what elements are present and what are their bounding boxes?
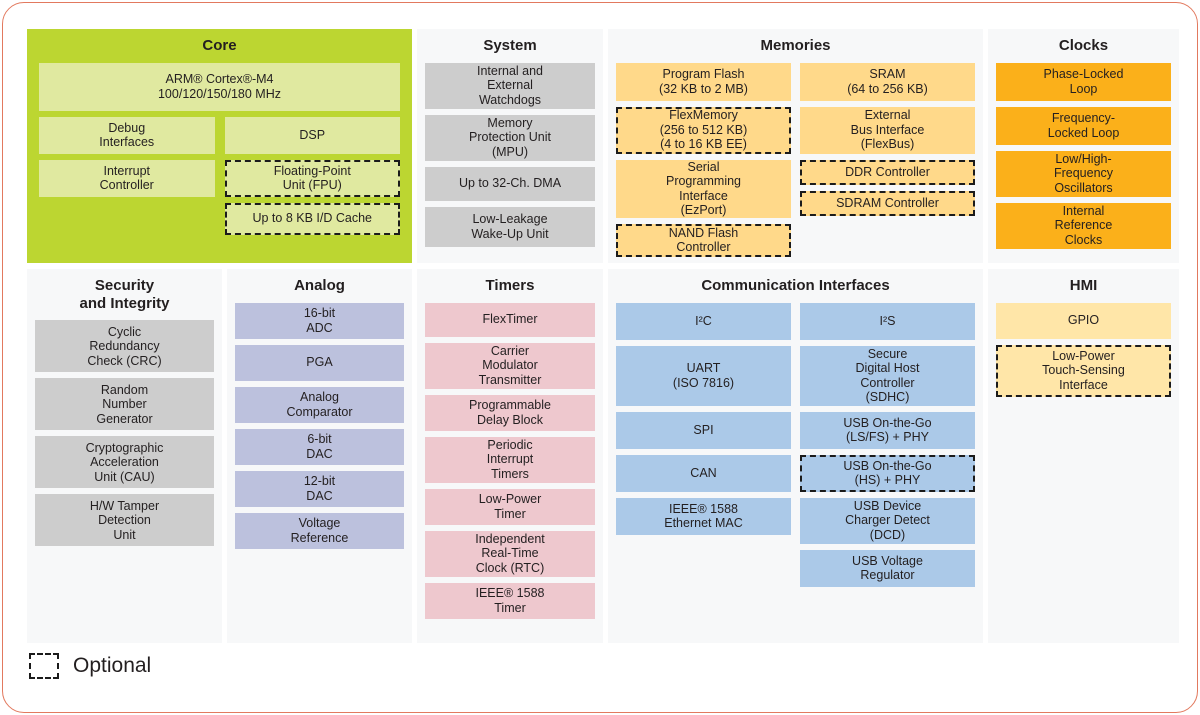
- core-column-left: Debug Interfaces Interrupt Controller: [39, 116, 215, 241]
- block-ieee-1588-ethernet-mac: IEEE® 1588 Ethernet MAC: [616, 497, 791, 535]
- block-oscillators: Low/High- Frequency Oscillators: [996, 150, 1171, 197]
- block-serial-programming-interface: Serial Programming Interface (EzPort): [616, 159, 791, 218]
- panel-hmi-blocks: GPIO Low-Power Touch-Sensing Interface: [988, 302, 1179, 411]
- block-rtc: Independent Real-Time Clock (RTC): [425, 530, 595, 577]
- panel-clocks: Clocks Phase-Locked Loop Frequency- Lock…: [988, 29, 1179, 263]
- block-i2c: I²C: [616, 302, 791, 340]
- block-low-power-timer: Low-Power Timer: [425, 488, 595, 525]
- block-floating-point-unit: Floating-Point Unit (FPU): [224, 159, 400, 197]
- block-crc: Cyclic Redundancy Check (CRC): [35, 320, 214, 373]
- panel-core-title: Core: [202, 37, 237, 54]
- block-12-bit-dac: 12-bit DAC: [235, 470, 404, 507]
- block-external-bus-interface: External Bus Interface (FlexBus): [800, 106, 975, 154]
- panel-core: Core ARM® Cortex®-M4 100/120/150/180 MHz…: [27, 29, 412, 263]
- memories-column-right: SRAM (64 to 256 KB) External Bus Interfa…: [800, 62, 975, 263]
- block-dsp: DSP: [224, 116, 400, 154]
- block-diagram: Core ARM® Cortex®-M4 100/120/150/180 MHz…: [23, 29, 1183, 643]
- block-can: CAN: [616, 454, 791, 492]
- panel-system: System Internal and External Watchdogs M…: [417, 29, 603, 263]
- panel-analog: Analog 16-bit ADC PGA Analog Comparator …: [227, 269, 412, 643]
- block-usb-voltage-regulator: USB Voltage Regulator: [800, 549, 975, 587]
- block-carrier-modulator-transmitter: Carrier Modulator Transmitter: [425, 342, 595, 389]
- block-cau: Cryptographic Acceleration Unit (CAU): [35, 436, 214, 489]
- block-hw-tamper-detection: H/W Tamper Detection Unit: [35, 494, 214, 547]
- block-usb-otg-hs: USB On-the-Go (HS) + PHY: [800, 454, 975, 492]
- block-flexmemory: FlexMemory (256 to 512 KB) (4 to 16 KB E…: [616, 106, 791, 154]
- block-6-bit-dac: 6-bit DAC: [235, 428, 404, 465]
- panel-memories-title: Memories: [760, 37, 831, 54]
- block-sram: SRAM (64 to 256 KB): [800, 62, 975, 101]
- block-spi: SPI: [616, 411, 791, 449]
- block-low-leakage-wakeup: Low-Leakage Wake-Up Unit: [425, 206, 595, 247]
- panel-timers-title: Timers: [485, 277, 535, 294]
- panel-timers: Timers FlexTimer Carrier Modulator Trans…: [417, 269, 603, 643]
- block-sdram-controller: SDRAM Controller: [800, 190, 975, 216]
- block-id-cache: Up to 8 KB I/D Cache: [224, 202, 400, 235]
- optional-swatch-icon: [29, 653, 59, 679]
- block-frequency-locked-loop: Frequency- Locked Loop: [996, 106, 1171, 145]
- block-programmable-delay-block: Programmable Delay Block: [425, 394, 595, 431]
- block-internal-reference-clocks: Internal Reference Clocks: [996, 202, 1171, 249]
- block-pga: PGA: [235, 344, 404, 381]
- block-gpio: GPIO: [996, 302, 1171, 339]
- block-analog-comparator: Analog Comparator: [235, 386, 404, 423]
- panel-clocks-blocks: Phase-Locked Loop Frequency- Locked Loop…: [988, 62, 1179, 263]
- block-phase-locked-loop: Phase-Locked Loop: [996, 62, 1171, 101]
- block-uart: UART (ISO 7816): [616, 345, 791, 406]
- panel-system-title: System: [483, 37, 537, 54]
- block-arm-cortex-m4: ARM® Cortex®-M4 100/120/150/180 MHz: [39, 62, 400, 111]
- panel-communication-title: Communication Interfaces: [701, 277, 890, 294]
- block-sdhc: Secure Digital Host Controller (SDHC): [800, 345, 975, 406]
- block-low-power-touch-sensing: Low-Power Touch-Sensing Interface: [996, 344, 1171, 397]
- block-periodic-interrupt-timers: Periodic Interrupt Timers: [425, 436, 595, 483]
- block-16-bit-adc: 16-bit ADC: [235, 302, 404, 339]
- panel-memories: Memories Program Flash (32 KB to 2 MB) F…: [608, 29, 983, 263]
- block-voltage-reference: Voltage Reference: [235, 512, 404, 549]
- block-ddr-controller: DDR Controller: [800, 159, 975, 185]
- block-ieee-1588-timer: IEEE® 1588 Timer: [425, 582, 595, 619]
- block-program-flash: Program Flash (32 KB to 2 MB): [616, 62, 791, 101]
- panel-communication-interfaces: Communication Interfaces I²C UART (ISO 7…: [608, 269, 983, 643]
- panel-hmi-title: HMI: [1069, 277, 1098, 294]
- communication-column-right: I²S Secure Digital Host Controller (SDHC…: [800, 302, 975, 593]
- communication-column-left: I²C UART (ISO 7816) SPI CAN IEEE® 1588 E…: [616, 302, 791, 593]
- panel-hmi: HMI GPIO Low-Power Touch-Sensing Interfa…: [988, 269, 1179, 643]
- panel-clocks-title: Clocks: [1058, 37, 1109, 54]
- block-i2s: I²S: [800, 302, 975, 340]
- panel-system-blocks: Internal and External Watchdogs Memory P…: [417, 62, 603, 261]
- block-usb-device-charger-detect: USB Device Charger Detect (DCD): [800, 497, 975, 544]
- block-interrupt-controller: Interrupt Controller: [39, 159, 215, 197]
- block-flextimer: FlexTimer: [425, 302, 595, 337]
- memories-column-left: Program Flash (32 KB to 2 MB) FlexMemory…: [616, 62, 791, 263]
- panel-security-title: Security and Integrity: [79, 277, 170, 312]
- legend: Optional: [29, 653, 151, 679]
- block-dma: Up to 32-Ch. DMA: [425, 166, 595, 201]
- panel-security-blocks: Cyclic Redundancy Check (CRC) Random Num…: [27, 320, 222, 560]
- panel-analog-title: Analog: [294, 277, 345, 294]
- panel-security-and-integrity: Security and Integrity Cyclic Redundancy…: [27, 269, 222, 643]
- block-random-number-generator: Random Number Generator: [35, 378, 214, 431]
- panel-timers-blocks: FlexTimer Carrier Modulator Transmitter …: [417, 302, 603, 633]
- block-nand-flash-controller: NAND Flash Controller: [616, 223, 791, 257]
- block-debug-interfaces: Debug Interfaces: [39, 116, 215, 154]
- block-mpu: Memory Protection Unit (MPU): [425, 114, 595, 161]
- block-usb-otg-lsfs: USB On-the-Go (LS/FS) + PHY: [800, 411, 975, 449]
- core-column-right: DSP Floating-Point Unit (FPU) Up to 8 KB…: [224, 116, 400, 241]
- legend-optional-label: Optional: [73, 654, 152, 677]
- block-watchdogs: Internal and External Watchdogs: [425, 62, 595, 109]
- panel-analog-blocks: 16-bit ADC PGA Analog Comparator 6-bit D…: [227, 302, 412, 563]
